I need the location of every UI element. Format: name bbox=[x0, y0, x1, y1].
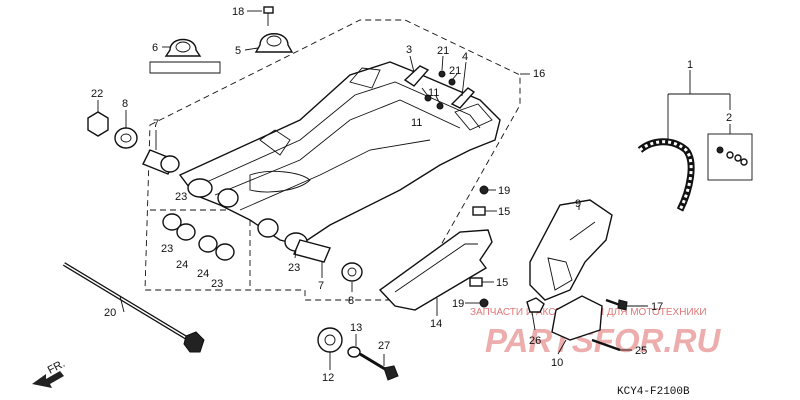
drive-chain-part1 bbox=[637, 138, 695, 212]
collar-part7-right bbox=[293, 239, 331, 263]
callout-4: 4 bbox=[462, 51, 468, 63]
callout-21-upper: 21 bbox=[437, 45, 449, 57]
nut-part22 bbox=[87, 111, 109, 137]
chain-joint-part2 bbox=[707, 133, 753, 181]
chain-clamp-part5 bbox=[254, 33, 294, 53]
callout-24-a: 24 bbox=[176, 259, 188, 271]
callout-19-upper: 19 bbox=[498, 185, 510, 197]
front-direction-indicator: FR. bbox=[32, 358, 67, 388]
callout-15-upper: 15 bbox=[498, 206, 510, 218]
callout-25: 25 bbox=[635, 345, 647, 357]
callout-8-left: 8 bbox=[122, 98, 128, 110]
callout-23-b: 23 bbox=[161, 243, 173, 255]
callout-12: 12 bbox=[322, 372, 334, 384]
callout-9: 9 bbox=[575, 198, 581, 210]
leader-lines bbox=[97, 10, 731, 370]
nut-part26 bbox=[526, 297, 545, 313]
callout-13: 13 bbox=[350, 322, 362, 334]
callout-1: 1 bbox=[687, 59, 693, 71]
roller-bolt-set bbox=[317, 327, 399, 381]
bolt-part19-lower bbox=[479, 298, 489, 308]
callout-19-lower: 19 bbox=[452, 298, 464, 310]
guide-block-part10 bbox=[551, 295, 603, 341]
callout-11-upper: 11 bbox=[428, 87, 439, 99]
callout-7-right: 7 bbox=[318, 280, 324, 292]
chain-slider-part14 bbox=[378, 229, 493, 311]
callout-2: 2 bbox=[726, 112, 732, 124]
callout-7-left: 7 bbox=[153, 118, 159, 130]
callout-5: 5 bbox=[235, 45, 241, 57]
callout-21-lower: 21 bbox=[449, 65, 461, 77]
chain-guide-part9 bbox=[529, 199, 613, 301]
callout-11-lower: 11 bbox=[411, 117, 422, 129]
callout-18: 18 bbox=[232, 6, 244, 18]
callout-14: 14 bbox=[430, 318, 442, 330]
bolt-part25 bbox=[591, 338, 621, 352]
bolt-part19-upper bbox=[479, 185, 489, 195]
callout-16: 16 bbox=[533, 68, 545, 80]
pivot-bolt-part20 bbox=[62, 262, 205, 353]
bushing-part8-left bbox=[114, 127, 138, 149]
screw-part18 bbox=[263, 6, 274, 26]
callout-22: 22 bbox=[91, 88, 103, 100]
bushing-part8-right bbox=[341, 262, 363, 282]
bolt-part17 bbox=[605, 298, 628, 311]
collar-part15-lower bbox=[469, 277, 483, 287]
callout-23-a: 23 bbox=[175, 191, 187, 203]
callout-3: 3 bbox=[406, 44, 412, 56]
callout-24-b: 24 bbox=[197, 268, 209, 280]
collar-part15-upper bbox=[472, 206, 486, 216]
callout-8-right: 8 bbox=[348, 295, 354, 307]
watermark-brand: PARTSFOR.RU bbox=[485, 322, 721, 359]
swing-arm bbox=[178, 61, 501, 252]
bushing-set bbox=[160, 155, 235, 261]
callout-6: 6 bbox=[152, 42, 158, 54]
callout-26: 26 bbox=[529, 335, 541, 347]
callout-20: 20 bbox=[104, 307, 116, 319]
callout-10: 10 bbox=[551, 357, 563, 369]
direction-label: FR. bbox=[46, 358, 67, 377]
arrow-left-icon bbox=[32, 371, 64, 388]
callout-23-d: 23 bbox=[288, 262, 300, 274]
callout-23-c: 23 bbox=[211, 278, 223, 290]
drawing-code: KCY4-F2100B bbox=[617, 386, 690, 398]
chain-clamp-part6 bbox=[149, 38, 221, 74]
callout-27: 27 bbox=[378, 340, 390, 352]
callout-17: 17 bbox=[651, 301, 663, 313]
callout-labels: 1 2 3 4 5 6 7 7 8 8 9 10 11 11 12 13 14 … bbox=[91, 6, 732, 384]
callout-15-lower: 15 bbox=[496, 277, 508, 289]
